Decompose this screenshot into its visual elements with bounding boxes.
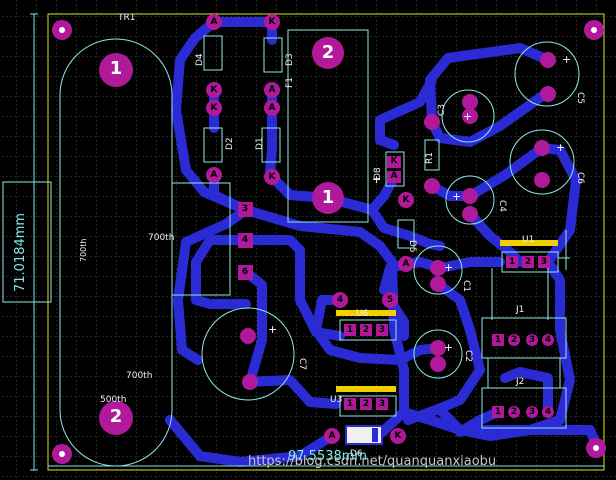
label-500th: 500th [100,395,127,405]
watermark: https://blog.csdn.net/quanquanxiaobu [248,454,497,469]
label-d2: D2 [225,137,235,150]
label-j1: J1 [516,305,525,315]
u1-pin-3: 3 [540,257,548,267]
label-c6: C6 [575,172,585,185]
label-c7: C7 [297,358,307,371]
d1-pad-a: A [268,103,276,113]
d3-pad-k: K [268,17,276,27]
dimension-horizontal: 97.5538mm [288,449,368,464]
u6-pad-4: 4 [336,295,344,305]
label-d1: D1 [255,137,265,150]
d6-pad-k: K [394,431,402,441]
label-c2: C2 [463,350,473,363]
tr1-pad-1-label: 1 [109,58,123,79]
u6-pad-5: 5 [386,295,394,305]
label-c5: C5 [575,92,585,105]
f1-pad-2-label: 2 [321,42,335,63]
d6-pad-a: A [328,431,336,441]
j1-pin-2: 2 [510,335,518,345]
label-d4: D4 [195,53,205,66]
label-d6: D6 [350,449,363,459]
j1-pin-3: 3 [528,335,536,345]
label-c4: C4 [497,200,507,213]
u6-pin-1: 1 [346,325,354,335]
u3-pin-3: 3 [378,399,386,409]
c1-plus: + [444,261,454,274]
tr1-pad-4: 4 [241,235,249,245]
d3-pad-a: A [268,85,276,95]
label-f1: F1 [285,77,295,88]
u3-pin-2: 2 [362,399,370,409]
u6-pin-2: 2 [362,325,370,335]
c4-plus: + [452,190,462,203]
j1-pin-4: 4 [544,335,552,345]
c3-plus: + [463,110,473,123]
label-u1: U1 [522,235,535,245]
u3-pin-1: 1 [346,399,354,409]
d2-pad-a: A [210,170,218,180]
j2-pin-3: 3 [528,407,536,417]
silkscreen [2,29,580,467]
c6-plus: + [556,141,566,154]
d4-pad-k: K [210,85,218,95]
d4-pad-a: A [210,17,218,27]
label-d8: D8 [373,167,383,180]
label-700th-b: 700th [126,371,153,381]
label-700th-vertical: 700th [79,238,88,262]
d5-pad-a: A [402,259,410,269]
d8-plus: + [372,173,382,186]
ic-bodies [336,240,558,392]
c2-plus: + [444,341,454,354]
tr1-pad-3: 3 [241,204,249,214]
pad-holes [59,27,599,457]
u6-pin-3: 3 [378,325,386,335]
f1-pad-1-label: 1 [321,187,335,208]
d5-pad-k: K [402,195,410,205]
j2-pin-4: 4 [544,407,552,417]
label-c3: C3 [437,103,447,116]
u1-pin-1: 1 [508,257,516,267]
pads [52,14,606,464]
label-d5: D5 [407,240,417,253]
j2-pin-2: 2 [510,407,518,417]
d8-pad-k: K [390,156,398,166]
fuse-holder [287,29,369,223]
dimension-lines [30,13,604,471]
c7-plus: + [268,323,278,336]
transformer-outline [59,38,173,467]
d8-pad-a: A [390,171,398,181]
label-700th-a: 700th [148,233,175,243]
board-outline [47,13,605,471]
d1-pad-k: K [268,172,276,182]
dimension-vertical: 71.0184mm [13,212,28,292]
label-j2: J2 [516,377,525,387]
tr1-pad-2-label: 2 [109,406,123,427]
label-r1: R1 [425,152,435,164]
j2-pin-1: 1 [494,407,502,417]
label-c1: C1 [461,280,471,293]
tr1-pad-6: 6 [241,267,249,277]
c5-plus: + [562,53,572,66]
label-u6: U6 [356,309,369,319]
tr1-body [171,182,231,296]
j1-pin-1: 1 [494,335,502,345]
d6-band [372,428,378,442]
label-tr1: TR1 [118,13,136,23]
u1-pin-2: 2 [524,257,532,267]
label-u3: U3 [330,395,343,405]
d2-pad-k: K [210,103,218,113]
label-d3: D3 [285,53,295,66]
